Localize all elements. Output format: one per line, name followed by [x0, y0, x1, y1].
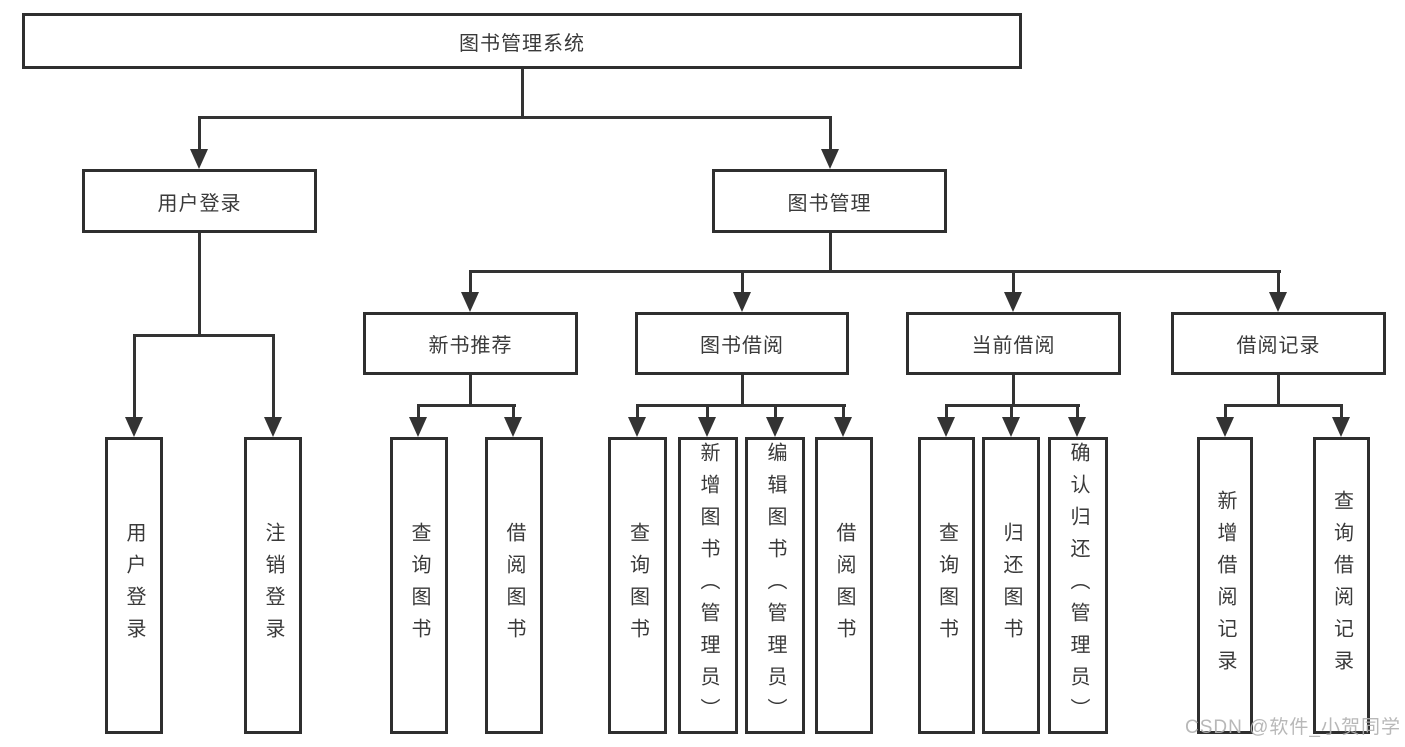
connector-line-vertical [1340, 404, 1343, 420]
connector-line-horizontal [636, 404, 846, 407]
connector-line-vertical [636, 404, 639, 420]
leaf-label: 注销登录 [262, 521, 284, 650]
arrowhead-down-icon [504, 417, 522, 437]
connector-line-vertical [945, 404, 948, 420]
leaf-query-books-current: 查询图书 [918, 437, 975, 734]
leaf-label: 查询图书 [408, 521, 430, 650]
leaf-label: 查询图书 [935, 521, 958, 650]
connector-line-vertical [469, 270, 472, 296]
connector-line-vertical [198, 116, 201, 152]
arrowhead-down-icon [1068, 417, 1086, 437]
node-user-login: 用户登录 [82, 169, 317, 233]
connector-line-vertical [706, 404, 709, 420]
leaf-borrow-books-borrowing: 借阅图书 [815, 437, 873, 734]
leaf-confirm-return-admin: 确认归还（管理员） [1048, 437, 1108, 734]
leaf-label: 借阅图书 [833, 521, 855, 650]
node-current-borrowing: 当前借阅 [906, 312, 1121, 375]
leaf-label: 查询图书 [626, 521, 649, 650]
connector-line-horizontal [133, 334, 275, 337]
arrowhead-down-icon [1269, 292, 1287, 312]
arrowhead-down-icon [733, 292, 751, 312]
leaf-user-login: 用户登录 [105, 437, 163, 734]
connector-line-vertical [829, 116, 832, 152]
node-library-management-system: 图书管理系统 [22, 13, 1022, 69]
connector-line-horizontal [198, 116, 832, 119]
node-new-book-recommendation: 新书推荐 [363, 312, 578, 375]
arrowhead-down-icon [1002, 417, 1020, 437]
arrowhead-down-icon [628, 417, 646, 437]
arrowhead-down-icon [821, 149, 839, 169]
connector-line-vertical [1076, 404, 1079, 420]
connector-line-horizontal [417, 404, 516, 407]
leaf-label: 借阅图书 [503, 521, 525, 650]
connector-line-vertical [1277, 375, 1280, 406]
connector-line-vertical [842, 404, 845, 420]
connector-line-vertical [1277, 270, 1280, 296]
arrowhead-down-icon [409, 417, 427, 437]
leaf-borrow-books-recommend: 借阅图书 [485, 437, 543, 734]
connector-line-vertical [272, 334, 275, 420]
connector-line-vertical [741, 375, 744, 406]
connector-line-vertical [133, 334, 136, 420]
leaf-label: 用户登录 [123, 521, 145, 650]
leaf-label: 确认归还（管理员） [1067, 441, 1089, 730]
connector-line-vertical [1010, 404, 1013, 420]
arrowhead-down-icon [1004, 292, 1022, 312]
connector-line-vertical [774, 404, 777, 420]
arrowhead-down-icon [937, 417, 955, 437]
leaf-label: 编辑图书（管理员） [764, 441, 786, 730]
leaf-edit-book-admin: 编辑图书（管理员） [745, 437, 805, 734]
arrowhead-down-icon [125, 417, 143, 437]
arrowhead-down-icon [698, 417, 716, 437]
leaf-label: 归还图书 [1000, 521, 1022, 650]
leaf-query-borrow-record: 查询借阅记录 [1313, 437, 1370, 734]
connector-line-vertical [198, 233, 201, 337]
connector-line-vertical [417, 404, 420, 420]
connector-line-vertical [741, 270, 744, 296]
leaf-query-books-recommend: 查询图书 [390, 437, 448, 734]
leaf-label: 新增借阅记录 [1214, 489, 1236, 682]
connector-line-horizontal [469, 270, 1281, 273]
arrowhead-down-icon [461, 292, 479, 312]
leaf-query-books-borrowing: 查询图书 [608, 437, 667, 734]
arrowhead-down-icon [264, 417, 282, 437]
node-borrowing-records: 借阅记录 [1171, 312, 1386, 375]
node-book-borrowing: 图书借阅 [635, 312, 849, 375]
leaf-add-borrow-record: 新增借阅记录 [1197, 437, 1253, 734]
connector-line-vertical [1224, 404, 1227, 420]
arrowhead-down-icon [766, 417, 784, 437]
leaf-label: 查询借阅记录 [1330, 489, 1353, 682]
connector-line-vertical [1012, 375, 1015, 406]
leaf-logout: 注销登录 [244, 437, 302, 734]
arrowhead-down-icon [834, 417, 852, 437]
leaf-return-books: 归还图书 [982, 437, 1040, 734]
arrowhead-down-icon [1216, 417, 1234, 437]
node-book-management: 图书管理 [712, 169, 947, 233]
connector-line-vertical [512, 404, 515, 420]
connector-line-vertical [469, 375, 472, 406]
leaf-add-book-admin: 新增图书（管理员） [678, 437, 738, 734]
watermark: CSDN @软件_小贺同学 [1185, 717, 1401, 738]
connector-line-vertical [1012, 270, 1015, 296]
arrowhead-down-icon [1332, 417, 1350, 437]
leaf-label: 新增图书（管理员） [697, 441, 719, 730]
connector-line-vertical [829, 233, 832, 273]
connector-line-vertical [521, 69, 524, 118]
connector-line-horizontal [1224, 404, 1343, 407]
arrowhead-down-icon [190, 149, 208, 169]
